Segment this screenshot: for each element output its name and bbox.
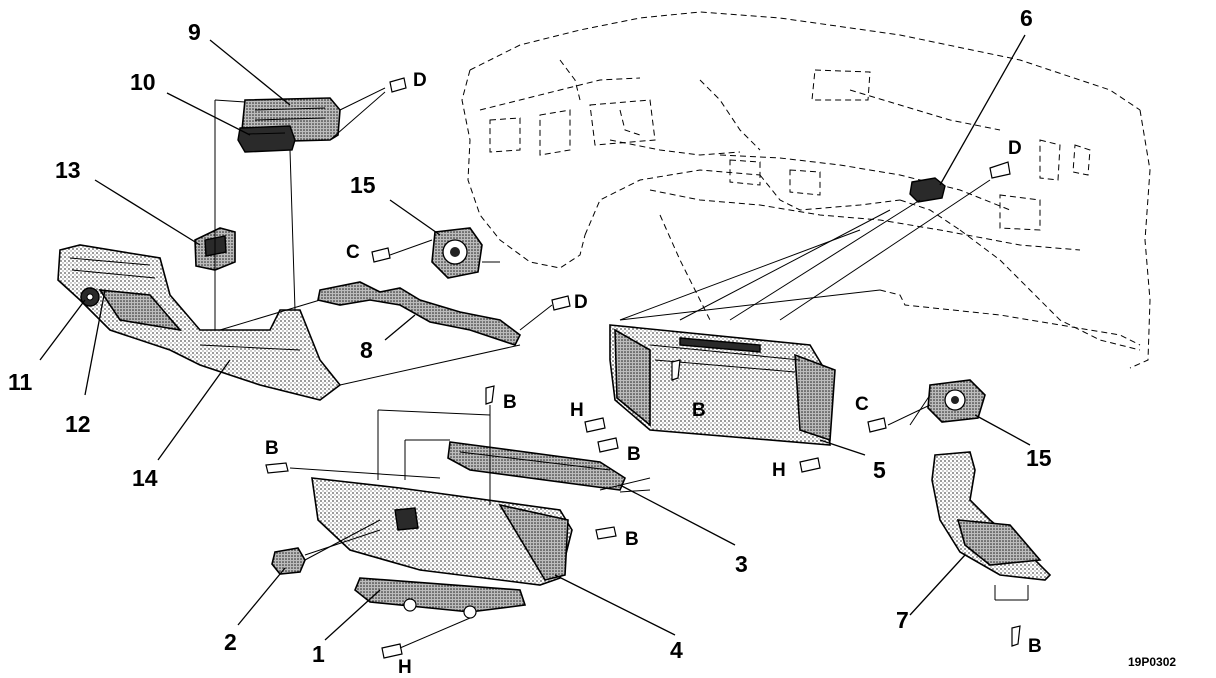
part-2-lock (271, 547, 306, 575)
callout-1: 1 (312, 641, 325, 667)
callout-14: 14 (132, 465, 158, 491)
callout-2: 2 (224, 629, 237, 655)
fastener-c-right: C (855, 394, 869, 415)
part-14-lower-cover (57, 244, 342, 401)
fastener-b-housing: B (692, 400, 706, 421)
part-15-right-speaker (927, 379, 986, 423)
fastener-d-top: D (413, 70, 427, 91)
callout-3: 3 (735, 551, 748, 577)
callout-6: 6 (1020, 5, 1033, 31)
fastener-b-left: B (265, 438, 279, 459)
fastener-b-top: B (503, 392, 517, 413)
callout-8: 8 (360, 337, 373, 363)
part-6-clip (909, 177, 946, 203)
fastener-h-right: H (772, 460, 786, 481)
part-10-duct (237, 125, 296, 153)
leader-lines (39, 34, 1031, 649)
fastener-h-bottom: H (398, 657, 412, 678)
part-8-bracket (317, 281, 522, 346)
part-7-side-cover (931, 451, 1052, 581)
part-15-left-speaker (431, 227, 483, 279)
part-3-striker-bar (447, 441, 626, 491)
callout-4: 4 (670, 637, 683, 663)
callout-15-right: 15 (1026, 445, 1052, 471)
fastener-letters: D D D C C B B B B B B H H H (265, 70, 1042, 678)
fastener-c-left: C (346, 242, 360, 263)
callout-numbers: 9 10 13 15 11 12 14 8 6 5 15 3 4 2 1 7 (8, 5, 1052, 667)
fastener-b-door: B (625, 529, 639, 550)
fastener-b-side: B (1028, 636, 1042, 657)
part-5-glove-box-housing (609, 324, 836, 446)
callout-13: 13 (55, 157, 81, 183)
fastener-shapes (265, 77, 1021, 659)
fastener-h-upper: H (570, 400, 584, 421)
figure-code: 19P0302 (1128, 655, 1176, 669)
callout-11: 11 (8, 369, 33, 395)
callout-12: 12 (65, 411, 91, 437)
instrument-panel-outline (461, 11, 1151, 369)
callout-7: 7 (896, 607, 909, 633)
callout-15-left: 15 (350, 172, 376, 198)
callout-10: 10 (130, 69, 156, 95)
part-4-glove-box-door (311, 477, 573, 586)
fastener-b-striker: B (627, 444, 641, 465)
fastener-d-mid: D (574, 292, 588, 313)
part-1-hinge (354, 577, 527, 619)
fastener-d-right: D (1008, 138, 1022, 159)
callout-9: 9 (188, 19, 201, 45)
part-11-knob (80, 287, 100, 307)
callout-5: 5 (873, 457, 886, 483)
